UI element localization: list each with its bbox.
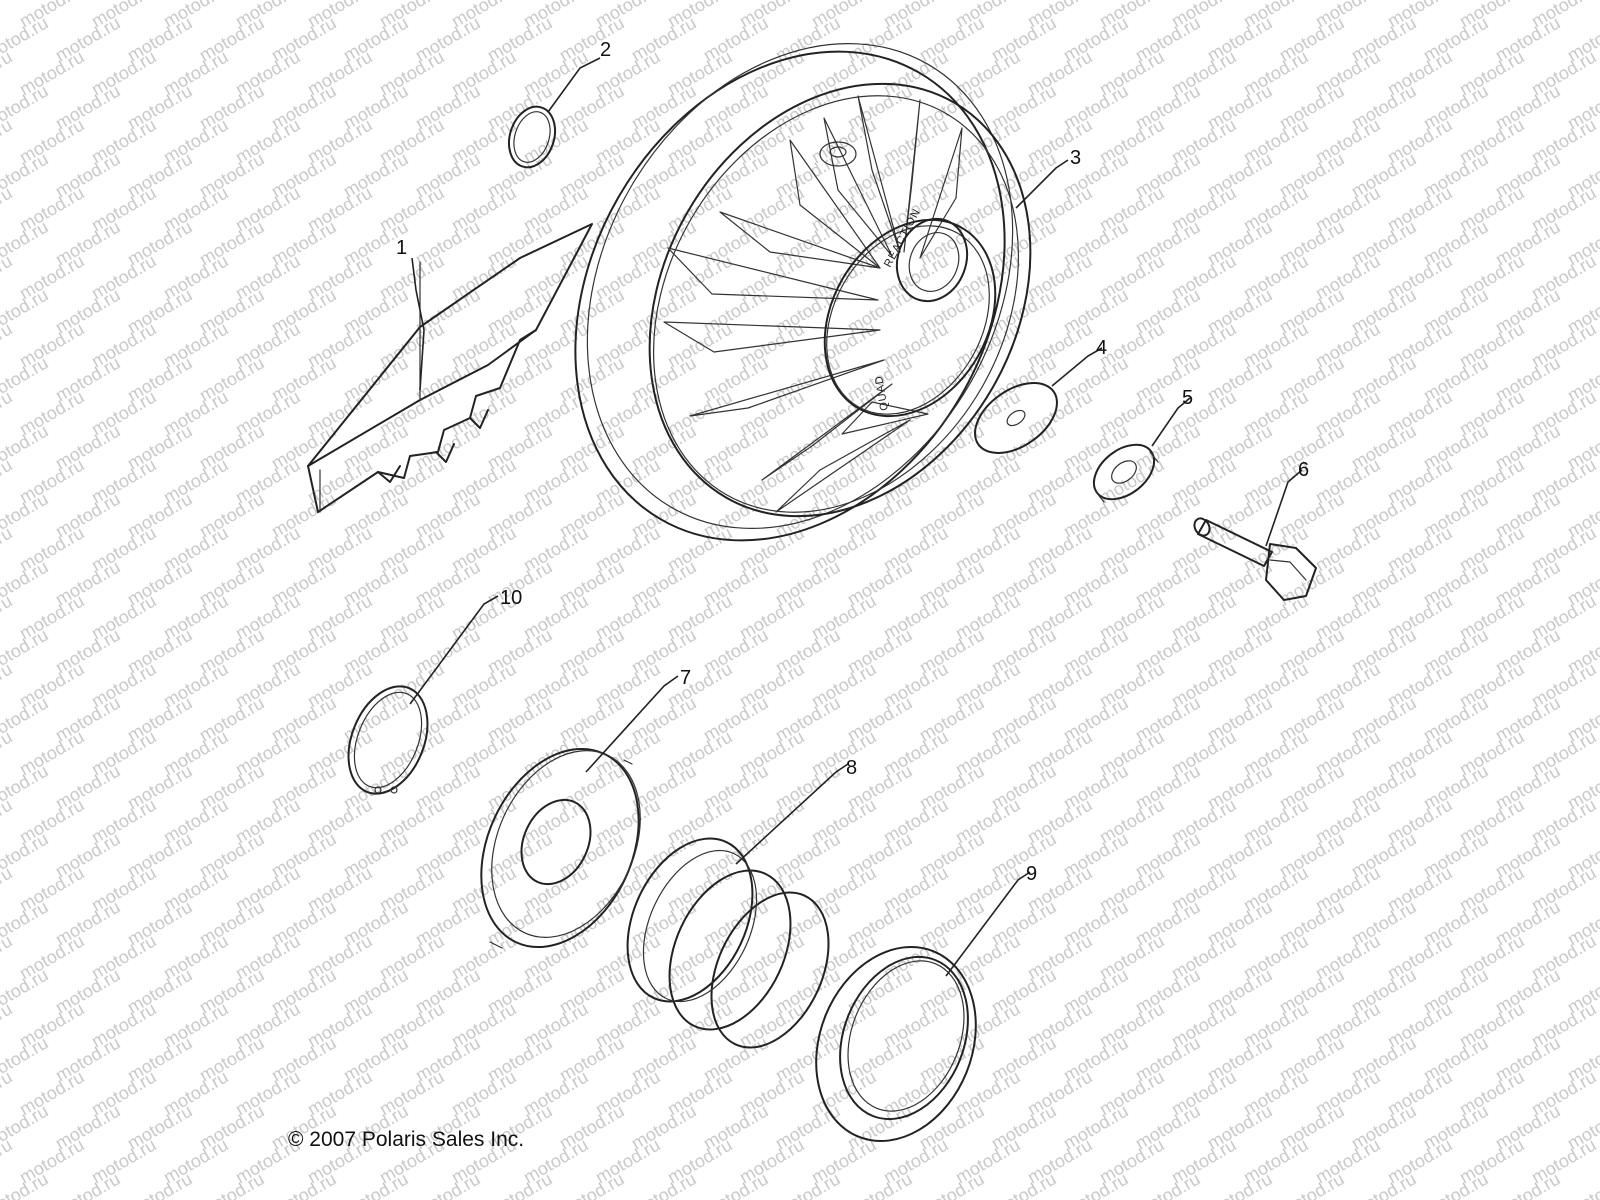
callout-2: 2 [600,39,611,61]
watermark-text: motod.ru [0,1067,16,1120]
callout-5: 5 [1182,387,1193,409]
callout-10: 10 [500,587,522,609]
watermark-text: motod.ru [0,727,16,780]
watermark-text: motod.ru [1132,1169,1204,1200]
callout-3: 3 [1070,147,1081,169]
watermark-text: motod.ru [0,251,16,304]
watermark-text: motod.ru [124,1169,196,1200]
watermark-text: motod.ru [1276,1169,1348,1200]
watermark-text: motod.ru [340,1169,412,1200]
watermark-text: motod.ru [628,1169,700,1200]
watermark-text: motod.ru [0,999,16,1052]
watermark-text: motod.ru [484,1169,556,1200]
callout-1: 1 [396,237,407,259]
watermark-text: motod.ru [0,183,16,236]
watermark-text: motod.ru [52,1169,124,1200]
watermark-text: motod.ru [0,1135,16,1188]
watermark-text: motod.ru [0,387,16,440]
watermark-text: motod.ru [0,863,16,916]
watermark-text: motod.ru [844,1169,916,1200]
watermark-text: motod.ru [700,1169,772,1200]
watermark-text: motod.ru [0,659,16,712]
watermark-text: motod.ru [1492,1169,1564,1200]
watermark-text: motod.ru [0,47,16,100]
watermark-text: motod.ru [0,455,16,508]
watermark-text: motod.ru [196,1169,268,1200]
copyright-notice: © 2007 Polaris Sales Inc. [288,1128,524,1151]
watermark-text: motod.ru [0,795,16,848]
watermark-text: motod.ru [0,0,16,31]
callout-8: 8 [846,757,857,779]
callout-4: 4 [1096,337,1107,359]
watermark-text: motod.ru [988,1169,1060,1200]
callout-9: 9 [1026,863,1037,885]
watermark-text: motod.ru [1060,1169,1132,1200]
watermark-text: motod.ru [412,1169,484,1200]
watermark-text: motod.ru [1420,1169,1492,1200]
watermark-text: motod.ru [1564,1169,1600,1200]
watermark-text: motod.ru [772,1169,844,1200]
watermark-text: motod.ru [916,1169,988,1200]
watermark-text: motod.ru [0,523,16,576]
watermark-text: motod.ru [0,931,16,984]
watermark-text: motod.ru [1204,1169,1276,1200]
watermark-text: motod.ru [0,591,16,644]
callout-7: 7 [680,667,691,689]
watermark-text: motod.ru [556,1169,628,1200]
watermark-text: motod.ru [0,319,16,372]
watermark-text: motod.ru [1348,1169,1420,1200]
callout-6: 6 [1298,459,1309,481]
watermark-text: motod.ru [268,1169,340,1200]
watermark-text: motod.ru [0,115,16,168]
